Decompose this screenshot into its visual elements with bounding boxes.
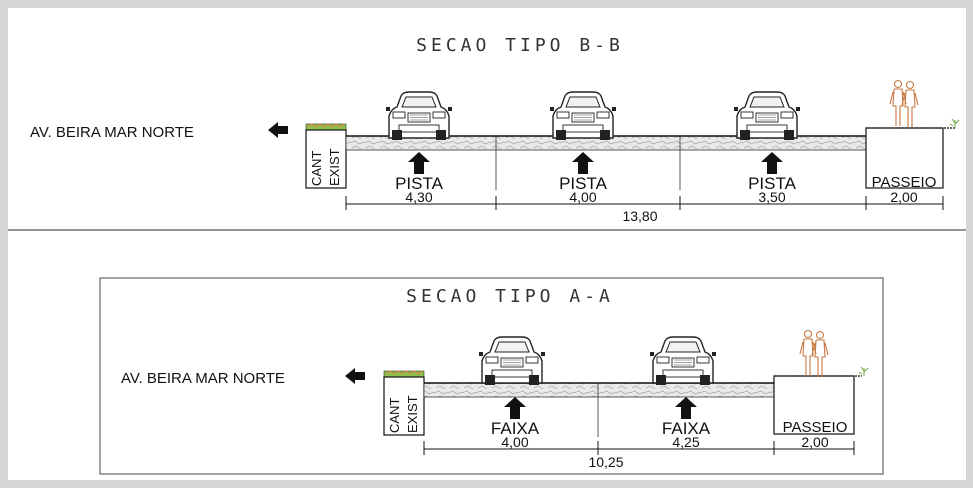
section-aa-frame bbox=[99, 277, 884, 475]
lane-label: PISTA bbox=[748, 174, 797, 193]
lane-width: 4,00 bbox=[501, 434, 528, 450]
lane-width: 4,25 bbox=[672, 434, 699, 450]
lane-label: PISTA bbox=[559, 174, 608, 193]
section-aa: SECAO TIPO A-A AV. BEIRA MAR NORTE CANT … bbox=[99, 277, 884, 475]
sidewalk-width: 2,00 bbox=[801, 434, 828, 450]
pavement bbox=[423, 382, 775, 398]
median-label-2: EXIST bbox=[327, 148, 342, 186]
section-aa-road-name: AV. BEIRA MAR NORTE bbox=[121, 370, 285, 387]
lane-label: FAIXA bbox=[491, 419, 540, 438]
section-bb-road-name: AV. BEIRA MAR NORTE bbox=[30, 124, 194, 141]
median-block bbox=[383, 376, 425, 436]
median-hedge bbox=[305, 123, 347, 131]
sidewalk-width: 2,00 bbox=[890, 189, 917, 205]
median-label-1: CANT bbox=[387, 398, 402, 433]
section-bb: SECAO TIPO B-B AV. BEIRA MAR NORTE CANT … bbox=[30, 35, 960, 224]
lane-width: 4,30 bbox=[405, 189, 432, 205]
median-hedge bbox=[383, 370, 425, 378]
sidewalk-block bbox=[773, 375, 855, 435]
total-width: 13,80 bbox=[622, 208, 657, 224]
total-width: 10,25 bbox=[588, 454, 623, 470]
section-aa-title: SECAO TIPO A-A bbox=[406, 286, 614, 307]
sidewalk-block bbox=[865, 127, 944, 189]
lane-label: PISTA bbox=[395, 174, 444, 193]
lane-label: FAIXA bbox=[662, 419, 711, 438]
median-label-2: EXIST bbox=[405, 395, 420, 433]
sidewalk-label: PASSEIO bbox=[783, 419, 848, 436]
lane-width: 3,50 bbox=[758, 189, 785, 205]
median-label-1: CANT bbox=[309, 151, 324, 186]
median-block bbox=[305, 129, 347, 189]
section-bb-title: SECAO TIPO B-B bbox=[416, 35, 624, 56]
sidewalk-label: PASSEIO bbox=[872, 174, 937, 191]
lane-width: 4,00 bbox=[569, 189, 596, 205]
